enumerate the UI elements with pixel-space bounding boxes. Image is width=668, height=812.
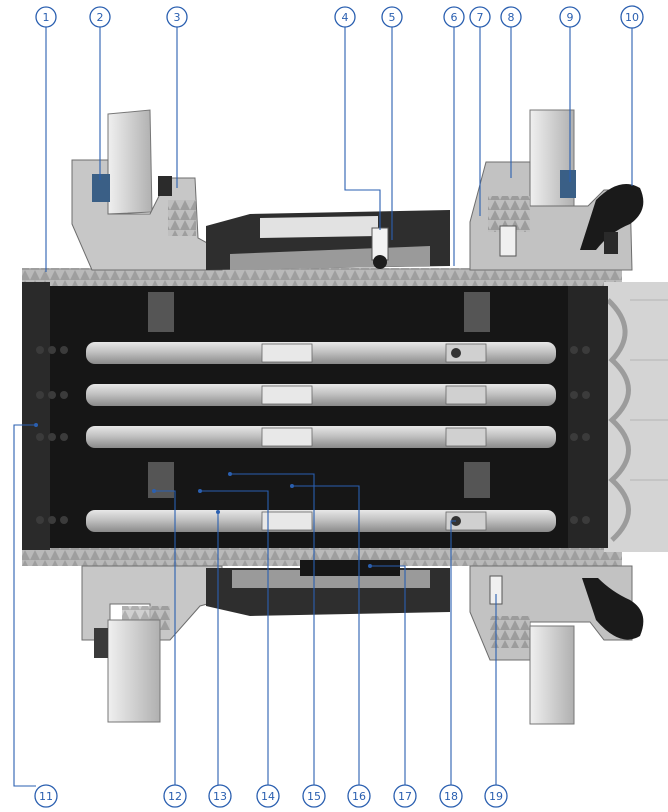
contact-pin-3 [86, 426, 556, 448]
callout-9: 9 [559, 6, 581, 28]
callout-18: 18 [439, 784, 463, 808]
left-upper-cap [107, 109, 153, 215]
svg-text:12: 12 [168, 790, 182, 803]
callout-14: 14 [256, 784, 280, 808]
svg-text:10: 10 [625, 11, 639, 24]
callouts-top: 1 2 3 4 5 6 7 8 9 10 [35, 5, 644, 29]
svg-text:1: 1 [43, 11, 50, 24]
callout-3: 3 [166, 6, 188, 28]
callout-11: 11 [34, 784, 58, 808]
svg-text:11: 11 [39, 790, 53, 803]
svg-text:3: 3 [174, 11, 181, 24]
leader-lines [13, 27, 633, 787]
svg-text:15: 15 [307, 790, 321, 803]
svg-text:6: 6 [451, 11, 458, 24]
callout-19: 19 [484, 784, 508, 808]
insulator-core [22, 282, 612, 550]
callout-15: 15 [302, 784, 326, 808]
svg-text:2: 2 [97, 11, 104, 24]
callout-6: 6 [443, 6, 465, 28]
right-lower-cap [529, 625, 575, 725]
callout-5: 5 [381, 6, 403, 28]
callout-10: 10 [620, 5, 644, 29]
callout-12: 12 [163, 784, 187, 808]
left-lower-cap [107, 619, 161, 723]
right-upper-seal [560, 170, 576, 198]
svg-text:19: 19 [489, 790, 503, 803]
svg-text:13: 13 [213, 790, 227, 803]
left-thread [22, 282, 50, 550]
svg-text:18: 18 [444, 790, 458, 803]
right-clamp-ring [580, 184, 644, 250]
callout-17: 17 [393, 784, 417, 808]
callouts-bottom: 11 12 13 14 15 16 17 18 19 [34, 784, 508, 808]
contact-pin-1 [86, 342, 556, 364]
callout-16: 16 [347, 784, 371, 808]
left-upper-nut [71, 159, 223, 271]
callout-13: 13 [208, 784, 232, 808]
callout-2: 2 [89, 6, 111, 28]
callout-8: 8 [500, 6, 522, 28]
left-upper-seal [92, 174, 110, 202]
lower-coupling [81, 560, 644, 725]
svg-text:14: 14 [261, 790, 275, 803]
svg-text:8: 8 [508, 11, 515, 24]
connector-body [22, 268, 668, 566]
svg-text:5: 5 [389, 11, 396, 24]
contact-pins [36, 292, 590, 532]
svg-text:4: 4 [342, 11, 349, 24]
callout-1: 1 [35, 6, 57, 28]
svg-text:9: 9 [567, 11, 574, 24]
contact-pin-2 [86, 384, 556, 406]
svg-text:17: 17 [398, 790, 412, 803]
upper-coupling [71, 109, 644, 271]
callout-4: 4 [334, 6, 356, 28]
contact-pin-4 [86, 510, 556, 532]
callout-7: 7 [469, 6, 491, 28]
svg-text:7: 7 [477, 11, 484, 24]
svg-text:16: 16 [352, 790, 366, 803]
